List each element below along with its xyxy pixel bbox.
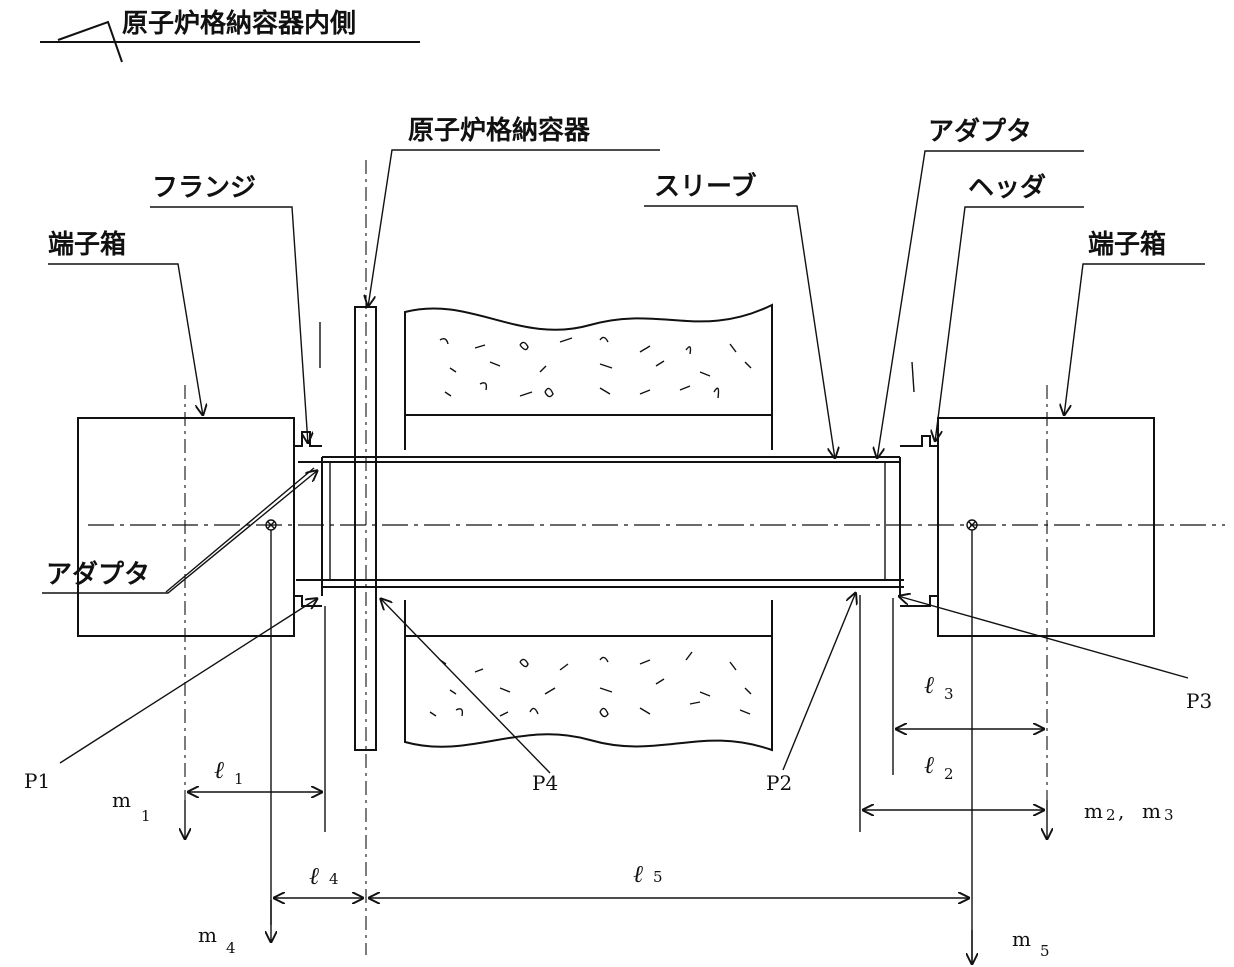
svg-text:m: m bbox=[1012, 927, 1031, 951]
concrete-upper bbox=[404, 303, 773, 450]
label-terminal-box-left: 端子箱 bbox=[48, 229, 126, 260]
label-p3: P3 bbox=[1186, 689, 1212, 713]
label-sleeve: スリーブ bbox=[654, 171, 756, 202]
terminal-box-right bbox=[937, 417, 1155, 637]
flange-right-top bbox=[900, 435, 938, 447]
label-adapter-top: アダプタ bbox=[928, 116, 1032, 147]
label-p2: P2 bbox=[766, 771, 792, 795]
leader-terminal-box-left: 端子箱 bbox=[48, 229, 203, 416]
text-m5: m 5 bbox=[1012, 927, 1050, 960]
text-m1: m 1 bbox=[112, 788, 151, 825]
leader-header: ヘッダ bbox=[911, 172, 1084, 442]
label-p1: P1 bbox=[24, 769, 50, 793]
header-inside-containment: 原子炉格納容器内側 bbox=[40, 8, 420, 63]
header-pointer-mark bbox=[57, 20, 123, 63]
svg-text:ℓ: ℓ bbox=[309, 862, 319, 890]
svg-text:3: 3 bbox=[1164, 806, 1174, 824]
svg-text:ℓ: ℓ bbox=[214, 756, 224, 784]
svg-text:4: 4 bbox=[329, 870, 339, 888]
label-adapter-left: アダプタ bbox=[46, 559, 150, 590]
leader-p3: P3 bbox=[898, 596, 1212, 713]
svg-text:2: 2 bbox=[1106, 806, 1116, 824]
text-l3: ℓ 3 bbox=[924, 671, 954, 703]
svg-text:,: , bbox=[1118, 799, 1124, 823]
svg-text:4: 4 bbox=[226, 939, 236, 957]
svg-text:5: 5 bbox=[653, 868, 663, 886]
text-l5: ℓ 5 bbox=[633, 860, 663, 888]
svg-text:m: m bbox=[1084, 799, 1103, 823]
text-l2: ℓ 2 bbox=[924, 751, 954, 783]
svg-text:1: 1 bbox=[141, 807, 151, 825]
svg-text:ℓ: ℓ bbox=[924, 751, 934, 779]
leader-containment: 原子炉格納容器 bbox=[368, 115, 660, 307]
label-flange: フランジ bbox=[152, 173, 256, 203]
flange-right-bottom bbox=[900, 595, 938, 607]
leader-flange: フランジ bbox=[150, 173, 321, 444]
sleeve-pipe bbox=[296, 456, 904, 596]
leader-p2: P2 bbox=[766, 592, 856, 795]
leader-p1: P1 bbox=[24, 598, 318, 793]
leader-adapter-left: アダプタ bbox=[42, 467, 318, 594]
label-containment: 原子炉格納容器 bbox=[408, 115, 591, 146]
header-text: 原子炉格納容器内側 bbox=[122, 8, 356, 39]
svg-text:2: 2 bbox=[944, 765, 954, 783]
text-m4: m 4 bbox=[198, 923, 236, 957]
text-l1: ℓ 1 bbox=[214, 756, 244, 788]
label-p4: P4 bbox=[532, 771, 558, 795]
text-m23: m 2 , m 3 bbox=[1084, 799, 1174, 824]
leader-p4: P4 bbox=[380, 598, 558, 795]
svg-text:ℓ: ℓ bbox=[924, 671, 934, 699]
svg-text:m: m bbox=[1142, 799, 1161, 823]
text-l4: ℓ 4 bbox=[309, 862, 339, 890]
leader-adapter-top: アダプタ bbox=[877, 116, 1084, 459]
svg-text:m: m bbox=[198, 923, 217, 947]
svg-text:m: m bbox=[112, 788, 131, 812]
leader-sleeve: スリーブ bbox=[644, 171, 835, 459]
svg-text:1: 1 bbox=[234, 770, 244, 788]
svg-text:3: 3 bbox=[944, 685, 954, 703]
leader-terminal-box-right: 端子箱 bbox=[1064, 229, 1205, 416]
label-header: ヘッダ bbox=[968, 172, 1046, 203]
svg-text:5: 5 bbox=[1040, 942, 1050, 960]
svg-text:ℓ: ℓ bbox=[633, 860, 643, 888]
terminal-box-left bbox=[77, 417, 295, 637]
concrete-lower bbox=[404, 600, 773, 752]
label-terminal-box-right: 端子箱 bbox=[1088, 229, 1166, 260]
